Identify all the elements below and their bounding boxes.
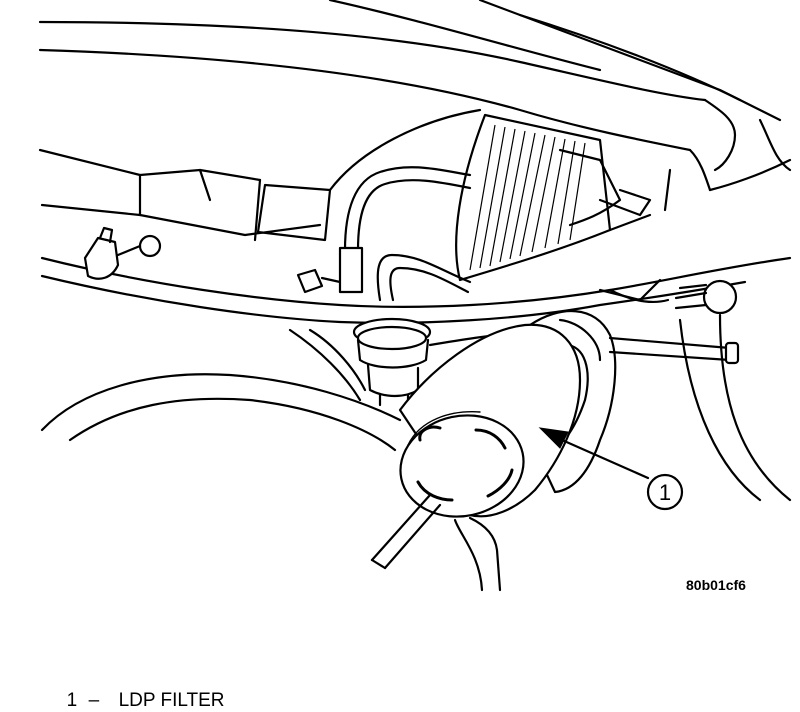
callout-1-leader [538, 427, 650, 480]
lower-bracket [370, 493, 502, 592]
legend-item-label: LDP FILTER [118, 690, 225, 711]
callout-1: 1 [646, 473, 684, 511]
mounting-rod [608, 279, 740, 365]
right-body-edge [678, 313, 792, 502]
legend: 1–LDP FILTER [56, 668, 225, 712]
legend-item-dash: – [88, 690, 100, 711]
ldp-filter-illustration: 1 80b01cf6 [38, 0, 792, 593]
vacuum-hose [338, 166, 472, 302]
lower-body-panel [40, 328, 402, 452]
upper-body-panel [38, 0, 792, 192]
small-connector [296, 268, 342, 294]
inner-hatched-panel [455, 113, 672, 282]
ldp-filter [398, 323, 582, 518]
legend-item-number: 1 [66, 690, 78, 711]
mounting-bracket-box [38, 108, 482, 242]
hose-clamp [83, 226, 162, 280]
figure-code: 80b01cf6 [686, 577, 746, 593]
frame-rail [40, 256, 792, 324]
callout-1-number: 1 [659, 480, 671, 505]
